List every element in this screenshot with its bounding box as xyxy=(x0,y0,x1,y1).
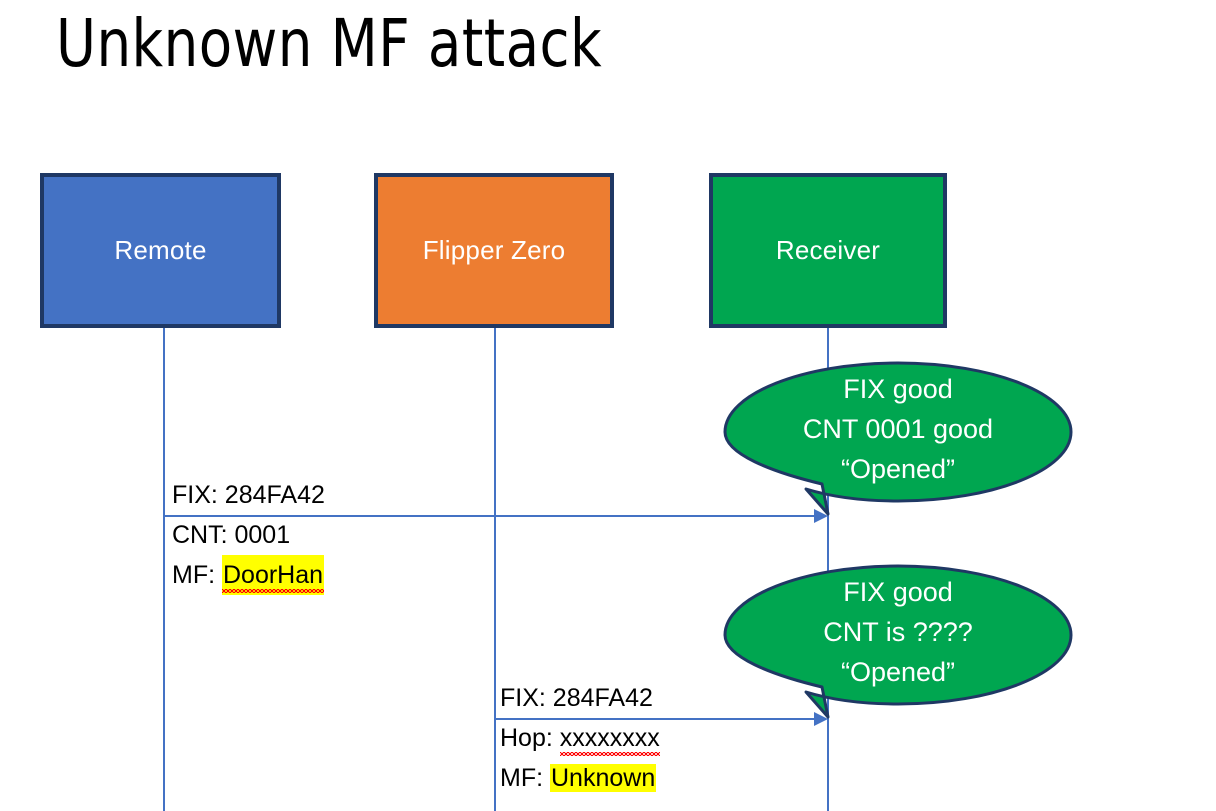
message-line-mf-prefix: MF: xyxy=(172,561,222,589)
message-arrowhead-remote-to-receiver xyxy=(814,509,828,523)
message-line-mf-2-value: Unknown xyxy=(550,764,657,792)
message-arrow-remote-to-receiver xyxy=(163,515,816,517)
message-arrow-flipper-to-receiver xyxy=(494,718,816,720)
callout-first-reception[interactable]: FIX good CNT 0001 good “Opened” xyxy=(723,361,1073,516)
lifeline-receiver xyxy=(827,328,829,811)
callout-second-reception[interactable]: FIX good CNT is ???? “Opened” xyxy=(723,564,1073,719)
message-line-cnt-prefix: CNT: xyxy=(172,521,235,549)
lifeline-remote xyxy=(163,328,165,811)
message-line-mf-2: MF: Unknown xyxy=(500,758,660,798)
actor-box-remote[interactable]: Remote xyxy=(40,173,281,328)
actor-box-receiver[interactable]: Receiver xyxy=(709,173,947,328)
message-line-cnt-value: 0001 xyxy=(234,521,291,549)
actor-label-remote: Remote xyxy=(114,235,207,265)
message-line-mf-2-prefix: MF: xyxy=(500,764,550,792)
actor-label-receiver: Receiver xyxy=(775,235,881,265)
message-label-remote-to-receiver: FIX: 284FA42 CNT: 0001 MF: DoorHan xyxy=(172,475,325,595)
message-line-mf: MF: DoorHan xyxy=(172,555,325,595)
actor-label-flipper-zero: Flipper Zero xyxy=(422,235,566,265)
lifeline-flipper xyxy=(494,328,496,811)
message-line-hop-prefix: Hop: xyxy=(500,724,560,752)
message-line-hop-value: xxxxxxxx xyxy=(559,718,660,758)
callout-second-reception-shape xyxy=(723,564,1073,719)
message-line-fix: FIX: 284FA42 xyxy=(172,475,325,515)
message-line-fix-value: 284FA42 xyxy=(224,481,325,509)
message-arrowhead-flipper-to-receiver xyxy=(814,712,828,726)
actor-box-flipper-zero[interactable]: Flipper Zero xyxy=(374,173,614,328)
callout-first-reception-shape xyxy=(723,361,1073,516)
message-line-fix-2: FIX: 284FA42 xyxy=(500,678,660,718)
page-title: Unknown MF attack xyxy=(56,5,603,82)
message-line-hop: Hop: xxxxxxxx xyxy=(500,718,660,758)
message-line-fix-prefix: FIX: xyxy=(172,481,225,509)
message-line-fix-2-value: 284FA42 xyxy=(552,684,653,712)
message-line-cnt: CNT: 0001 xyxy=(172,515,325,555)
message-label-flipper-to-receiver: FIX: 284FA42 Hop: xxxxxxxx MF: Unknown xyxy=(500,678,660,798)
message-line-fix-2-prefix: FIX: xyxy=(500,684,553,712)
message-line-mf-value: DoorHan xyxy=(222,555,325,595)
